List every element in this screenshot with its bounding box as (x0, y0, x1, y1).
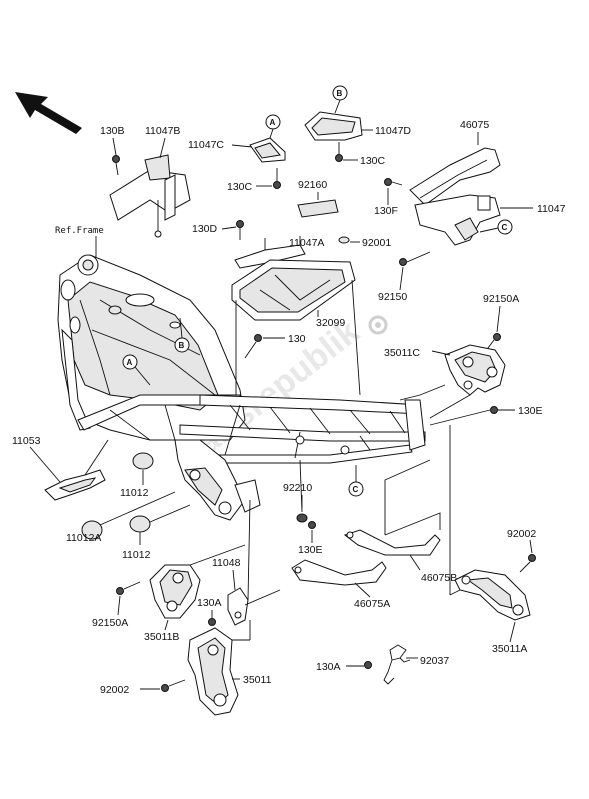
bracket-46075 (409, 147, 501, 206)
label-46075: 46075 (460, 119, 489, 131)
label-130d: 130D (192, 223, 218, 235)
label-92160: 92160 (298, 179, 327, 191)
label-130c-left: 130C (227, 181, 253, 193)
bolt-92002-right (519, 554, 536, 573)
label-130: 130 (288, 333, 306, 345)
svg-text:A: A (127, 358, 133, 367)
bracket-46075b (343, 529, 441, 556)
label-92037: 92037 (420, 655, 449, 667)
pad-92160 (297, 199, 339, 218)
label-92210: 92210 (283, 482, 312, 494)
footrest-bracket-35011 (187, 627, 239, 716)
label-11012-bottom: 11012 (122, 549, 151, 561)
label-11048: 11048 (212, 557, 241, 569)
label-130a-left: 130A (197, 597, 222, 609)
svg-text:B: B (337, 89, 343, 98)
bolt-130e-bottom (308, 521, 316, 529)
bolt-130 (244, 334, 262, 359)
label-32099: 32099 (316, 317, 345, 329)
label-46075b: 46075B (421, 572, 457, 584)
label-92150a-bottom: 92150A (92, 617, 128, 629)
spring-92037 (383, 644, 411, 685)
label-11047a: 11047A (289, 237, 324, 249)
callout-b-frame: B (174, 317, 190, 353)
cover-11053 (44, 439, 109, 501)
svg-text:B: B (179, 341, 185, 350)
callout-c-frame: C (348, 465, 364, 497)
label-46075a: 46075A (354, 598, 390, 610)
label-92150: 92150 (378, 291, 407, 303)
label-11047c: 11047C (188, 139, 224, 151)
bolt-130b (112, 155, 120, 176)
footrest-bracket-35011c (444, 344, 506, 396)
label-11053: 11053 (12, 435, 41, 447)
cap-11012-bottom (129, 515, 151, 533)
bracket-46075a (291, 559, 387, 586)
label-130e-right: 130E (518, 405, 543, 417)
svg-text:A: A (270, 118, 276, 127)
label-35011c: 35011C (384, 347, 420, 359)
bracket-11047b (109, 154, 191, 238)
cap-11012a (81, 520, 103, 540)
ref-frame-label: Ref.Frame (55, 226, 104, 236)
tray-32099 (231, 259, 356, 321)
bracket-11048 (227, 587, 249, 626)
bolt-130d (236, 220, 244, 240)
bolt-130a-right (364, 661, 372, 669)
label-92150a-top: 92150A (483, 293, 519, 305)
cap-11012-top (132, 452, 154, 470)
bolt-130c-left (273, 168, 281, 189)
bracket-11047d (304, 111, 363, 141)
label-35011a: 35011A (492, 643, 527, 655)
callout-b-bracket: B (332, 85, 348, 114)
bolt-130e-right (490, 406, 498, 414)
callout-a-bracket: A (265, 114, 281, 139)
bolt-130a-left (208, 618, 216, 626)
label-92001: 92001 (362, 237, 391, 249)
main-frame (57, 254, 426, 521)
label-92002-right: 92002 (507, 528, 536, 540)
label-11012-top: 11012 (120, 487, 149, 499)
grommet-92001 (338, 236, 350, 244)
label-130e-bottom: 130E (298, 544, 323, 556)
bolt-92150 (399, 251, 431, 266)
svg-text:C: C (502, 223, 508, 232)
callout-c-bracket: C (479, 219, 513, 235)
label-35011b: 35011B (144, 631, 179, 643)
label-130b: 130B (100, 125, 125, 137)
bolt-92150a-bottom (116, 581, 141, 595)
footrest-bracket-35011a (454, 569, 531, 621)
footrest-bracket-35011b (149, 564, 201, 619)
callout-a-frame: A (122, 354, 151, 386)
label-130f: 130F (374, 205, 398, 217)
copyright-gear-icon (368, 315, 388, 335)
bolt-92002-left (161, 679, 186, 692)
label-11012a: 11012A (66, 532, 101, 544)
label-92002-left: 92002 (100, 684, 129, 696)
label-11047b: 11047B (145, 125, 180, 137)
bracket-11047a (234, 236, 306, 269)
label-130a-right: 130A (316, 661, 341, 673)
bolt-130f (384, 178, 403, 186)
bracket-11047c (249, 137, 286, 163)
bracket-11047 (414, 194, 501, 246)
label-35011: 35011 (243, 674, 272, 686)
label-130c-right: 130C (360, 155, 386, 167)
label-11047: 11047 (537, 203, 566, 215)
label-11047d: 11047D (375, 125, 411, 137)
nut-92210 (296, 513, 308, 523)
direction-arrow-icon (15, 92, 82, 134)
bolt-130c-right (335, 142, 343, 162)
svg-text:C: C (353, 485, 359, 494)
